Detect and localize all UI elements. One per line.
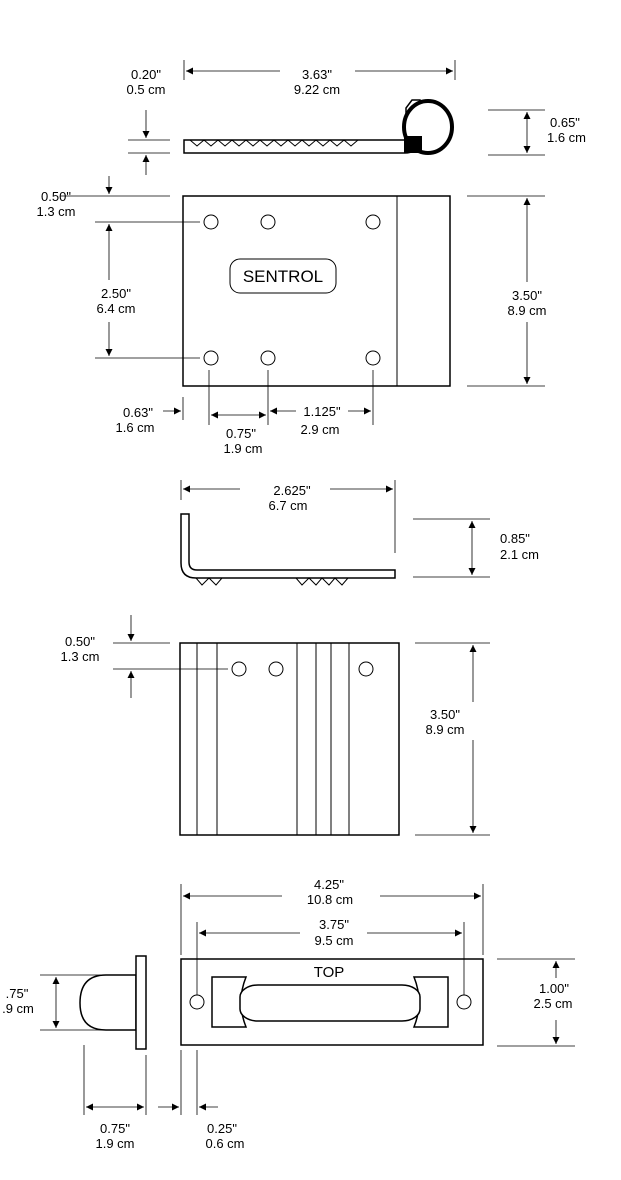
dim-handle-depth-in: 0.75" — [100, 1121, 130, 1136]
mounting-hole — [365, 214, 381, 230]
dim-plate1-hole-span-in: 2.50" — [101, 286, 131, 301]
dim-handle-holes-cm: 9.5 cm — [314, 933, 353, 948]
dim-handle-side-h-in: .75" — [6, 986, 29, 1001]
bracket-plate — [179, 642, 400, 836]
dim-top-length-cm: 9.22 cm — [294, 82, 340, 97]
handle-grip — [239, 984, 421, 1022]
mounting-hole — [260, 214, 276, 230]
view-top-edge: 3.63" 9.22 cm 0.20" 0.5 cm 0.65" 1.6 cm — [126, 60, 586, 175]
dim-top-length-in: 3.63" — [302, 67, 332, 82]
dim-plate1-hole-span-cm: 6.4 cm — [96, 301, 135, 316]
l-bracket-part — [180, 513, 396, 579]
handle-side-profile — [79, 974, 137, 1031]
mounting-hole — [203, 214, 219, 230]
dim-bracket-height-in: 0.85" — [500, 531, 530, 546]
view-bracket-plate: 0.50" 1.3 cm 3.50" 8.9 cm — [60, 615, 490, 836]
dim-plate1-offset-in: 0.50" — [41, 189, 71, 204]
top-strip-teeth — [189, 139, 359, 147]
mounting-hole — [203, 350, 219, 366]
dim-plate2-offset-in: 0.50" — [65, 634, 95, 649]
dim-plate1-hole-gap-in: 1.125" — [303, 404, 341, 419]
dim-plate2-offset-cm: 1.3 cm — [60, 649, 99, 664]
dim-handle-plate-in: 0.25" — [207, 1121, 237, 1136]
dim-plate1-hole-pitch-in: 0.75" — [226, 426, 256, 441]
dim-top-height-in: 0.65" — [550, 115, 580, 130]
view-handle: TOP 4.25" 10.8 cm 3.75" 9.5 cm 1.00" 2.5… — [2, 877, 575, 1151]
dim-plate2-height-cm: 8.9 cm — [425, 722, 464, 737]
dim-plate1-edge-in: 0.63" — [123, 405, 153, 420]
mounting-hole — [231, 661, 247, 677]
dim-bracket-length-in: 2.625" — [273, 483, 311, 498]
dim-plate2-height-in: 3.50" — [430, 707, 460, 722]
dim-plate1-hole-gap-cm: 2.9 cm — [300, 422, 339, 437]
dim-top-thick-cm: 0.5 cm — [126, 82, 165, 97]
dim-handle-height-cm: 2.5 cm — [533, 996, 572, 1011]
dim-top-thick-in: 0.20" — [131, 67, 161, 82]
sentrol-plate — [182, 195, 451, 387]
mounting-hole — [260, 350, 276, 366]
hinge-joint — [404, 136, 422, 153]
dim-bracket-length-cm: 6.7 cm — [268, 498, 307, 513]
mounting-hole — [358, 661, 374, 677]
mounting-hole — [268, 661, 284, 677]
dim-handle-side-h-cm: .9 cm — [2, 1001, 34, 1016]
dim-plate1-offset-cm: 1.3 cm — [36, 204, 75, 219]
view-bracket-side: 2.625" 6.7 cm 0.85" 2.1 cm — [180, 480, 539, 586]
dim-top-height-cm: 1.6 cm — [547, 130, 586, 145]
brand-label: SENTROL — [243, 267, 323, 286]
dim-handle-holes-in: 3.75" — [319, 917, 349, 932]
dim-handle-depth-cm: 1.9 cm — [95, 1136, 134, 1151]
dim-handle-height-in: 1.00" — [539, 981, 569, 996]
mounting-hole — [365, 350, 381, 366]
dim-plate1-height-cm: 8.9 cm — [507, 303, 546, 318]
view-sentrol-plate: SENTROL 0.50" 1.3 cm 2.50" 6.4 cm 3.50" … — [36, 176, 547, 456]
brand-badge — [229, 258, 337, 294]
dim-plate1-height-in: 3.50" — [512, 288, 542, 303]
dim-plate1-edge-cm: 1.6 cm — [115, 420, 154, 435]
dim-bracket-height-cm: 2.1 cm — [500, 547, 539, 562]
dim-handle-overall-cm: 10.8 cm — [307, 892, 353, 907]
dim-plate1-hole-pitch-cm: 1.9 cm — [223, 441, 262, 456]
bracket-teeth — [195, 577, 349, 586]
handle-side-plate — [135, 955, 147, 1050]
top-strip-part — [183, 99, 421, 154]
top-label: TOP — [314, 964, 345, 981]
dim-handle-overall-in: 4.25" — [314, 877, 344, 892]
dim-handle-plate-cm: 0.6 cm — [205, 1136, 244, 1151]
